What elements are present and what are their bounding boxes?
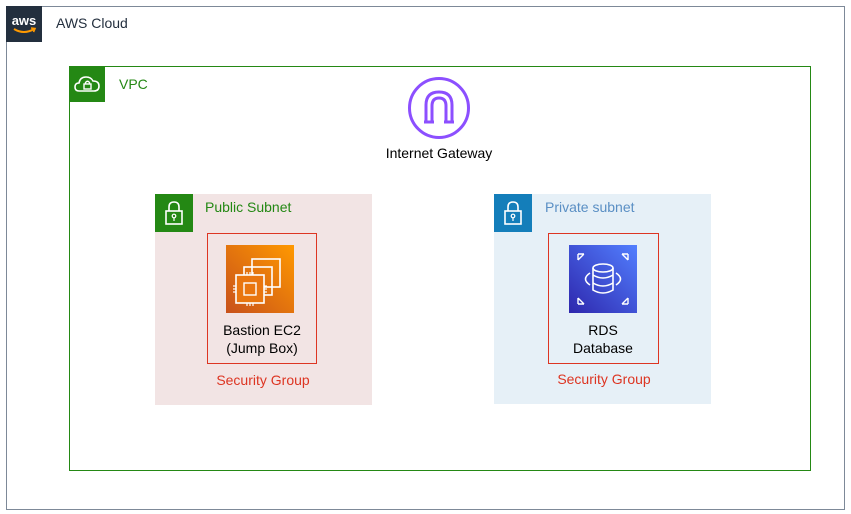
- internet-gateway-icon: [407, 76, 471, 140]
- aws-cloud-group: [6, 6, 845, 510]
- padlock-icon: [494, 194, 532, 232]
- rds-database-label: RDS Database: [548, 321, 658, 357]
- aws-logo-text: aws: [12, 13, 37, 28]
- bastion-ec2-label-line2: (Jump Box): [226, 340, 298, 356]
- security-group-bastion: [207, 233, 317, 364]
- vpc-group: [69, 66, 811, 471]
- security-group-rds: [548, 233, 659, 364]
- vpc-cloud-lock-icon: [69, 66, 105, 102]
- aws-cloud-label: AWS Cloud: [56, 15, 128, 31]
- rds-database-icon: [569, 245, 637, 313]
- internet-gateway-label: Internet Gateway: [385, 145, 493, 161]
- security-group-label: Security Group: [216, 372, 310, 388]
- private-subnet-label: Private subnet: [545, 199, 635, 215]
- aws-logo-icon: aws: [6, 6, 42, 42]
- padlock-icon: [155, 194, 193, 232]
- vpc-label: VPC: [119, 76, 148, 92]
- bastion-ec2-label-line1: Bastion EC2: [223, 322, 301, 338]
- security-group-label: Security Group: [557, 371, 651, 387]
- bastion-ec2-label: Bastion EC2 (Jump Box): [207, 321, 317, 357]
- rds-database-label-line2: Database: [573, 340, 633, 356]
- public-subnet-label: Public Subnet: [205, 199, 292, 215]
- rds-database-label-line1: RDS: [588, 322, 618, 338]
- ec2-instance-icon: [226, 245, 294, 313]
